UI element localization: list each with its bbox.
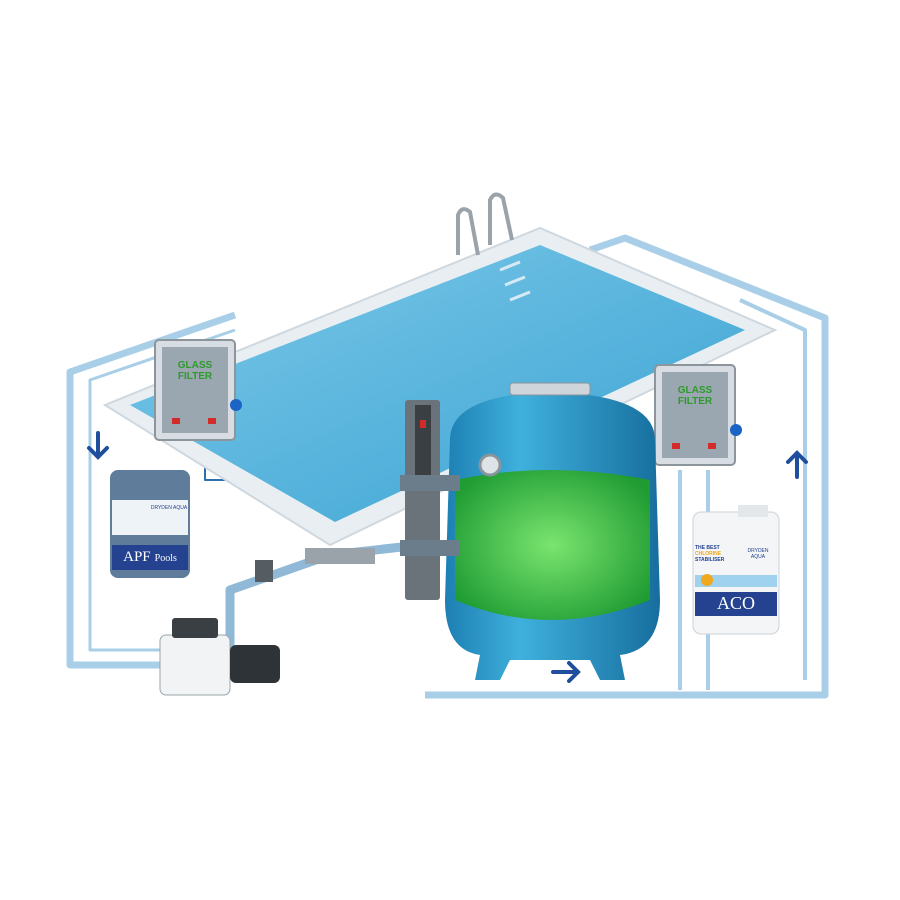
flow-arrow-down-icon bbox=[87, 431, 109, 460]
aco-product: ACO bbox=[716, 593, 755, 613]
flow-arrow-up-icon bbox=[786, 450, 808, 479]
left-controller bbox=[154, 339, 242, 441]
right-controller bbox=[654, 364, 742, 466]
aco-canister bbox=[692, 505, 780, 635]
pool-ladder-icon bbox=[456, 192, 514, 256]
aco-brand: DRYDEN AQUA bbox=[747, 548, 769, 560]
pool-pump bbox=[159, 548, 375, 696]
swimming-pool bbox=[102, 192, 778, 547]
flow-arrow-right-icon bbox=[551, 661, 581, 683]
apf-label: APF Pools bbox=[112, 548, 188, 566]
pipe-right-loop bbox=[425, 234, 829, 699]
right-controller-logo: GLASS FILTER bbox=[677, 385, 713, 407]
left-controller-logo: GLASS FILTER bbox=[177, 360, 213, 382]
apf-brand: DRYDEN AQUA bbox=[150, 505, 188, 511]
apf-suffix: Pools bbox=[154, 553, 177, 564]
aco-tagline-3: STABILISER bbox=[695, 557, 725, 563]
apf-canister bbox=[110, 470, 190, 578]
aco-tagline-1: THE BEST bbox=[695, 545, 720, 551]
aco-tagline-2: CHLORINE bbox=[695, 551, 722, 557]
pipe-left-loop bbox=[66, 311, 237, 669]
aco-tagline: THE BEST CHLORINE STABILISER bbox=[695, 545, 735, 563]
sand-filter-tank bbox=[400, 382, 660, 680]
apf-product: APF bbox=[123, 549, 151, 565]
